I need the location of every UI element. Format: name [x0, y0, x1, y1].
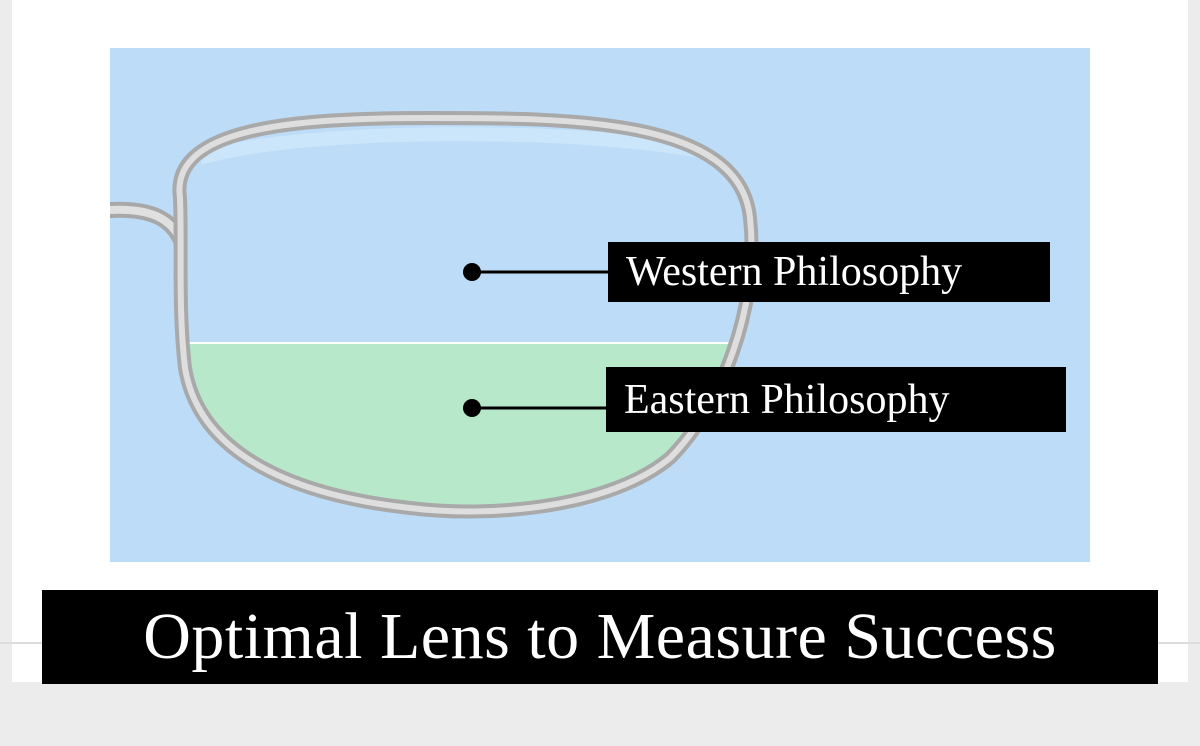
eyeglass-lens-diagram — [110, 110, 759, 519]
diagram-panel: Western Philosophy Eastern Philosophy — [110, 48, 1090, 562]
lens-highlight — [198, 127, 712, 165]
lens-upper-area — [179, 118, 752, 343]
western-philosophy-label: Western Philosophy — [608, 242, 1050, 302]
page-title: Optimal Lens to Measure Success — [42, 590, 1158, 684]
eastern-philosophy-label: Eastern Philosophy — [606, 367, 1066, 432]
